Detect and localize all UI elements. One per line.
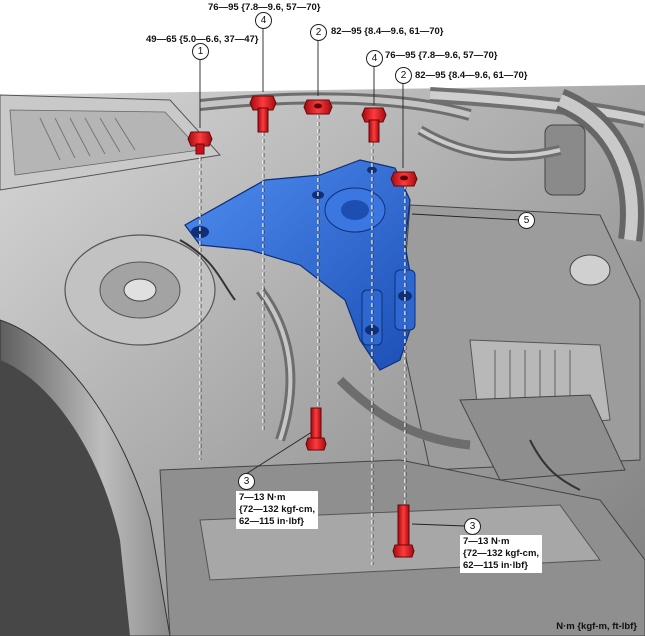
engine-mount-bracket bbox=[184, 159, 416, 371]
torque-3-right-line2: {72—132 kgf-cm, bbox=[463, 548, 540, 559]
torque-3-right-line1: 7—13 N·m bbox=[463, 536, 510, 547]
torque-block-3-left: 7—13 N·m {72—132 kgf-cm, 62—115 in·lbf} bbox=[236, 491, 319, 529]
callout-3-left: 3 bbox=[238, 473, 255, 490]
engine-bay-background bbox=[0, 85, 645, 636]
torque-label-2-right: 82—95 {8.4—9.6, 61—70} bbox=[415, 70, 528, 81]
unit-note: N·m {kgf-m, ft-lbf} bbox=[556, 621, 637, 632]
stud-bolt-3-right bbox=[392, 504, 415, 558]
torque-block-3-right: 7—13 N·m {72—132 kgf-cm, 62—115 in·lbf} bbox=[460, 535, 543, 573]
bolt-4-right bbox=[361, 107, 387, 143]
callout-leader-lines bbox=[199, 27, 521, 527]
callout-2-top: 2 bbox=[310, 24, 327, 41]
bolt-1 bbox=[187, 131, 213, 155]
nut-2-right bbox=[390, 171, 418, 187]
torque-3-left-line1: 7—13 N·m bbox=[239, 492, 286, 503]
callout-5: 5 bbox=[518, 212, 535, 229]
bolt-4-left bbox=[249, 95, 277, 133]
callout-4-top: 4 bbox=[255, 12, 272, 29]
torque-3-left-line3: 62—115 in·lbf} bbox=[239, 516, 304, 527]
torque-label-1: 49—65 {5.0—6.6, 37—47} bbox=[146, 34, 259, 45]
torque-3-right-line3: 62—115 in·lbf} bbox=[463, 560, 528, 571]
torque-3-left-line2: {72—132 kgf-cm, bbox=[239, 504, 316, 515]
callout-1: 1 bbox=[192, 43, 209, 60]
nut-2-left bbox=[303, 99, 333, 115]
installation-guide-lines bbox=[199, 115, 406, 565]
callout-4-right: 4 bbox=[366, 50, 383, 67]
torque-label-4-right: 76—95 {7.8—9.6, 57—70} bbox=[385, 50, 498, 61]
stud-bolt-3-left bbox=[305, 407, 327, 451]
callout-3-right: 3 bbox=[464, 518, 481, 535]
installation-guide-lines-shadow bbox=[200, 115, 407, 565]
torque-label-2-top: 82—95 {8.4—9.6, 61—70} bbox=[331, 26, 444, 37]
torque-label-4-top: 76—95 {7.8—9.6, 57—70} bbox=[208, 2, 321, 13]
callout-2-right: 2 bbox=[395, 67, 412, 84]
